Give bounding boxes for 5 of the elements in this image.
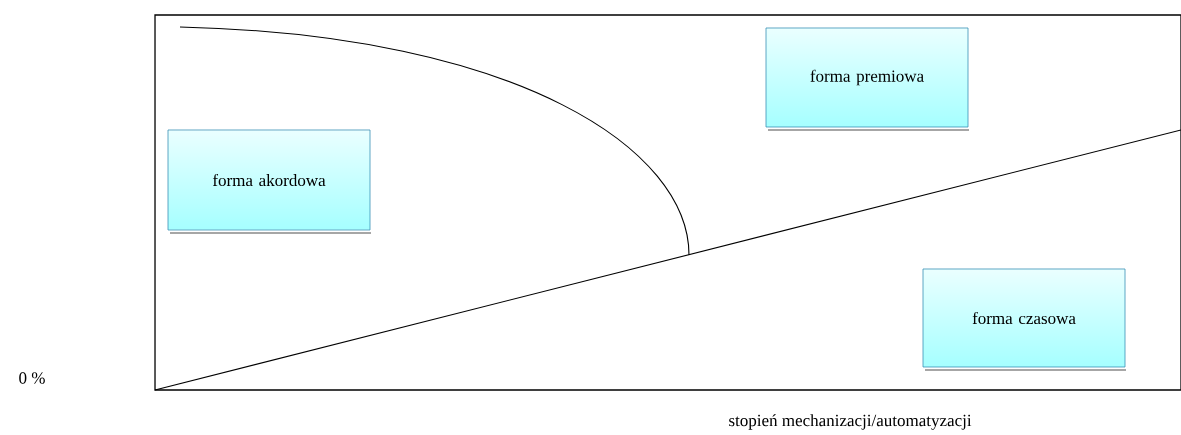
text-box: forma premiowa bbox=[765, 27, 970, 131]
text-box: forma czasowa bbox=[922, 268, 1127, 371]
text-box: forma akordowa bbox=[167, 129, 372, 234]
axis-label: 0 % bbox=[19, 372, 45, 384]
axis-label: stopień mechanizacji/automatyzacji bbox=[729, 414, 972, 430]
